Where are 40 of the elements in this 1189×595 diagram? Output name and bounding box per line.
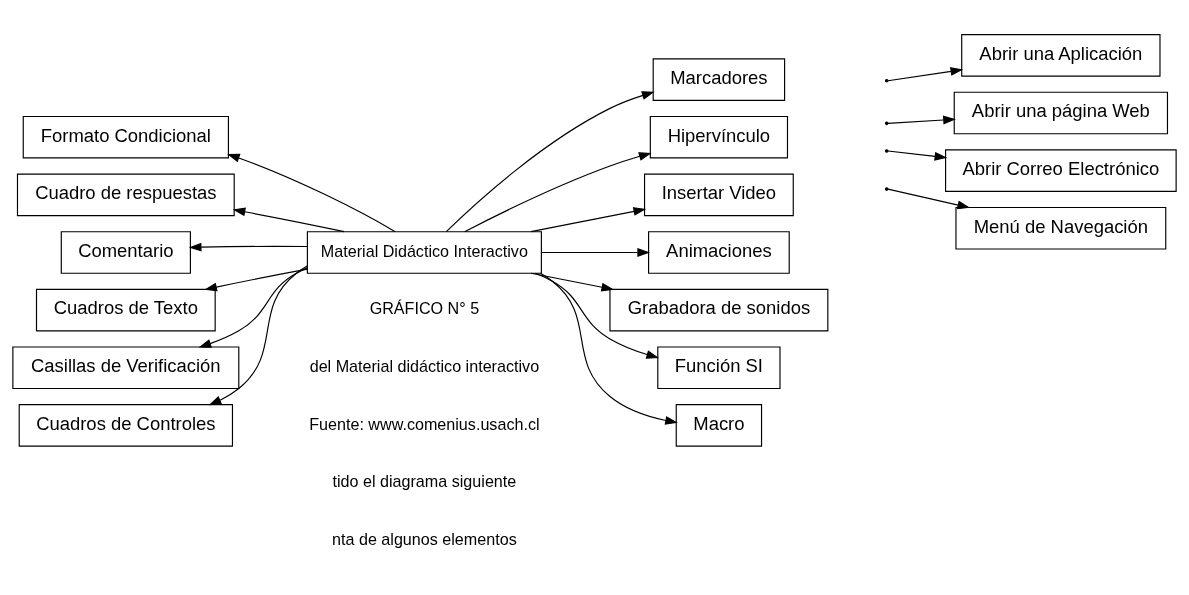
arrow [445, 90, 655, 232]
arrow [530, 272, 615, 292]
node-box: Hipervínculo [649, 115, 789, 159]
arrow [887, 188, 971, 209]
arrow [540, 247, 651, 257]
label: Fuente: www.comenius.usach.cl [309, 414, 540, 433]
node-box: Cuadros de Texto [35, 288, 216, 331]
arrow [208, 264, 308, 405]
node-box: Abrir una página Web [953, 91, 1169, 134]
arrow [887, 115, 956, 124]
node-box: Cuadro de respuestas [16, 173, 235, 216]
node-box: Grabadora de sonidos [609, 288, 829, 331]
arrow [887, 149, 948, 161]
arrow [227, 153, 396, 232]
node-box: Comentario [60, 230, 191, 274]
node-box: Material Didáctico Interactivo [306, 230, 542, 274]
node-box: Cuadros de Controles [18, 403, 234, 447]
arrow [535, 272, 660, 359]
label: GRÁFICO N° 5 [369, 298, 480, 317]
arrow [198, 266, 308, 348]
node-box: Abrir una Aplicación [961, 33, 1161, 77]
arrow [530, 206, 647, 232]
node-box: Abrir Correo Electrónico [945, 148, 1177, 192]
arrow [539, 272, 678, 425]
label: nta de algunos elementos [332, 529, 517, 548]
node-box: Función SI [657, 345, 781, 389]
node-box: Macro [675, 403, 763, 447]
node-box: Formato Condicional [22, 115, 229, 159]
node-box: Marcadores [652, 57, 786, 101]
arrow [887, 66, 964, 81]
label: del Material didáctico interactivo [309, 356, 540, 375]
node-box: Insertar Video [643, 173, 794, 216]
arrow [188, 242, 308, 252]
node-box: Menú de Navegación [955, 206, 1167, 250]
arrow [232, 207, 345, 232]
arrow [464, 151, 652, 232]
arrow [204, 268, 308, 291]
node-box: Animaciones [648, 230, 790, 274]
label: tido el diagrama siguiente [332, 471, 517, 490]
node-box: Casillas de Verificación [12, 345, 240, 389]
